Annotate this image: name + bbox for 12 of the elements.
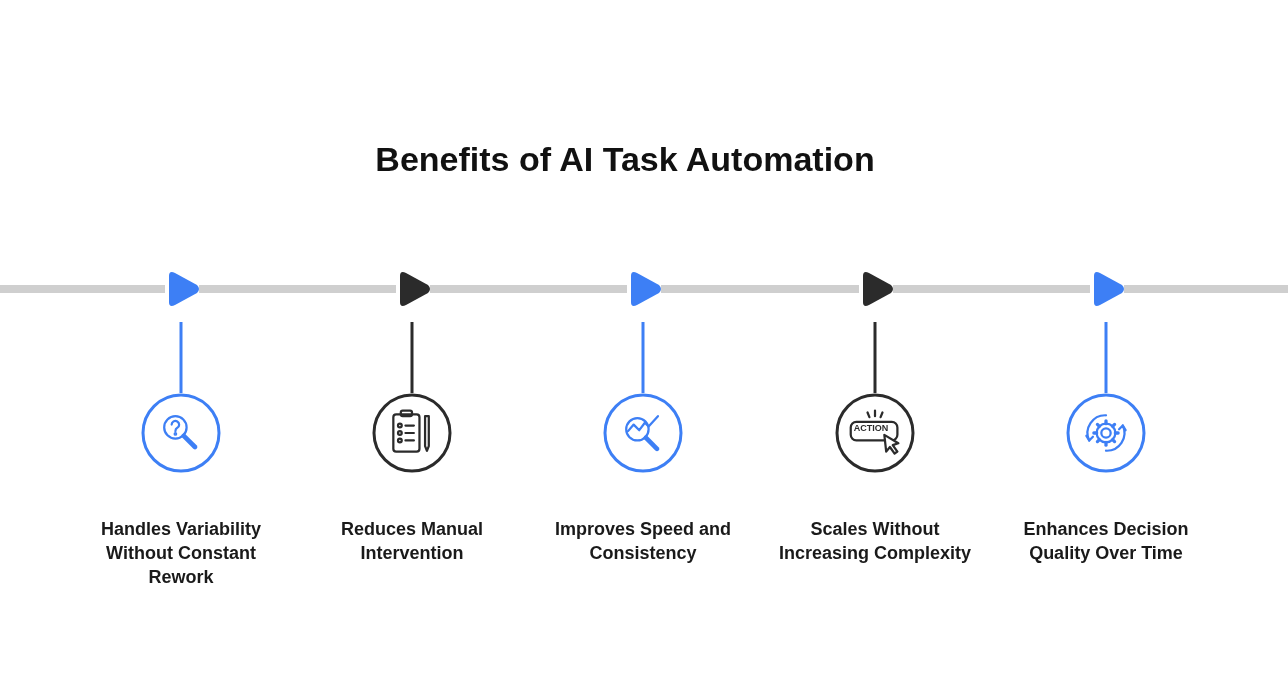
connector-line	[641, 322, 645, 393]
benefit-label: Enhances Decision Quality Over Time	[1022, 518, 1190, 565]
benefit-label: Scales Without Increasing Complexity	[777, 518, 973, 565]
benefit-label: Improves Speed and Consistency	[553, 518, 733, 565]
benefit-label: Handles Variability Without Constant Rework	[99, 518, 263, 589]
connector-line	[873, 322, 877, 393]
connector-line	[179, 322, 183, 393]
button-caption: ACTION	[852, 423, 890, 433]
connector-line	[1104, 322, 1108, 393]
benefit-label: Reduces Manual Intervention	[339, 518, 484, 565]
connector-line	[410, 322, 414, 393]
title: Benefits of AI Task Automation	[374, 140, 876, 179]
